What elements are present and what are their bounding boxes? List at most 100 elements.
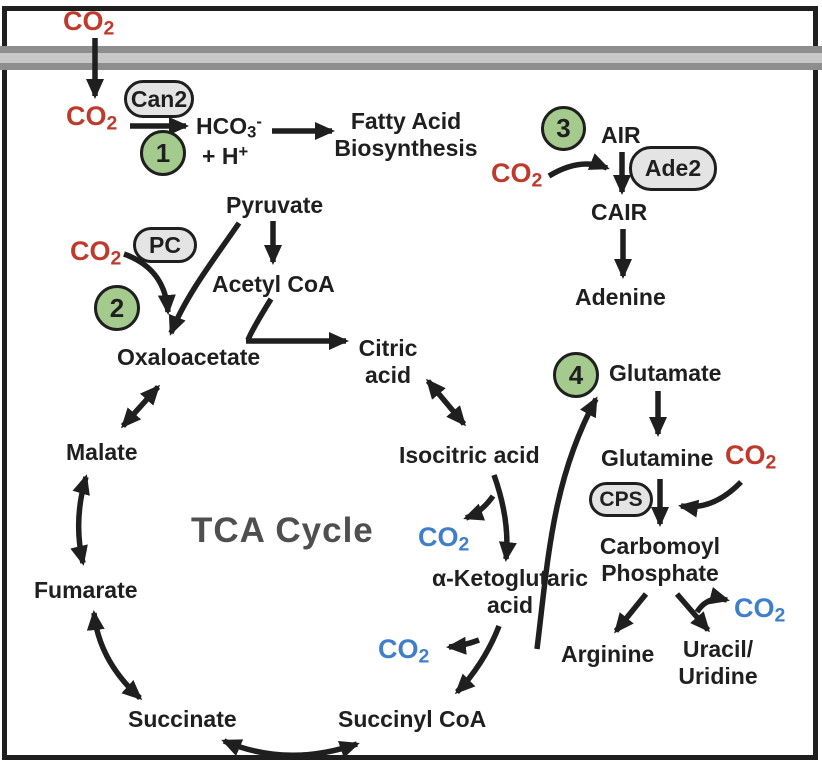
fumarate-label: Fumarate xyxy=(34,577,138,603)
co2-intracellular-label: CO2 xyxy=(66,103,117,134)
co2-extracellular-label: CO2 xyxy=(63,8,114,39)
co2-base: CO xyxy=(63,6,104,36)
co2-subscript: 2 xyxy=(106,112,118,135)
co2-released-akg-label: CO2 xyxy=(378,636,429,667)
step-2-label: 2 xyxy=(109,292,125,323)
co2-subscript: 2 xyxy=(103,17,115,40)
carbomoyl-phosphate-label: Carbomoyl Phosphate xyxy=(593,533,727,586)
arrow-citric-isocitric xyxy=(425,378,467,427)
enzyme-cps-pill: CPS xyxy=(589,482,653,517)
arrow-co2-pc-merge xyxy=(123,251,176,315)
glutamate-label: Glutamate xyxy=(609,360,722,386)
co2-subscript: 2 xyxy=(531,169,543,192)
co2-base: CO xyxy=(725,440,766,470)
fatty-acid-line1: Fatty Acid xyxy=(350,108,462,134)
hco3-base: HCO xyxy=(196,112,248,139)
fatty-acid-line2: Biosynthesis xyxy=(334,134,478,161)
malate-label: Malate xyxy=(66,439,138,465)
figure-border xyxy=(2,6,818,760)
glutamine-label: Glutamine xyxy=(601,445,714,471)
co2-base: CO xyxy=(491,158,532,188)
enzyme-cps-label: CPS xyxy=(599,487,643,511)
h-plus-base: + H xyxy=(202,142,239,169)
akg-line2: acid xyxy=(486,591,534,618)
co2-subscript: 2 xyxy=(418,645,430,668)
membrane-stripe-middle xyxy=(0,53,822,63)
arrow-malate-fumarate xyxy=(70,474,90,566)
arrow-co2-release-isocitric xyxy=(463,494,496,521)
pyruvate-label: Pyruvate xyxy=(226,192,324,218)
succinate-label: Succinate xyxy=(128,706,237,732)
carbomoyl-line1: Carbomoyl xyxy=(599,533,721,559)
arrow-oxaloacetate-malate xyxy=(120,384,161,429)
arrow-pyruvate-to-oxaloacetate xyxy=(168,221,242,336)
enzyme-can2-label: Can2 xyxy=(130,85,188,112)
arrow-isocitric-to-akg xyxy=(491,474,517,562)
co2-base: CO xyxy=(418,522,459,552)
citric-acid-label: Citric acid xyxy=(348,335,428,388)
fatty-acid-biosynthesis-label: Fatty Acid Biosynthesis xyxy=(330,108,482,161)
step-1-label: 1 xyxy=(155,137,171,168)
co2-subscript: 2 xyxy=(765,451,777,474)
uracil-line1: Uracil/ xyxy=(682,636,754,662)
hco3-label: HCO3- xyxy=(196,112,262,142)
co2-base: CO xyxy=(66,101,107,131)
enzyme-ade2-pill: Ade2 xyxy=(629,146,717,191)
arrow-co2-to-air-cair xyxy=(547,153,610,179)
arrow-carbomoyl-to-uracil xyxy=(674,592,711,633)
adenine-label: Adenine xyxy=(575,284,666,310)
cair-label: CAIR xyxy=(591,199,648,225)
hco3-charge: - xyxy=(256,112,262,131)
co2-subscript: 2 xyxy=(774,604,786,627)
co2-released-isocitric-label: CO2 xyxy=(418,524,469,555)
enzyme-can2-pill: Can2 xyxy=(124,80,194,118)
step-3-label: 3 xyxy=(556,113,571,143)
step-4-label: 4 xyxy=(568,359,584,390)
citric-line2: acid xyxy=(364,361,412,388)
step-circle-4: 4 xyxy=(553,352,599,398)
enzyme-pc-pill: PC xyxy=(133,227,197,263)
h-plus-charge: + xyxy=(238,142,249,161)
co2-subscript: 2 xyxy=(458,533,470,556)
co2-pyruvate-carboxylase-label: CO2 xyxy=(70,238,121,269)
enzyme-pc-label: PC xyxy=(149,231,181,258)
membrane-stripe-bottom xyxy=(0,63,822,70)
carbomoyl-line2: Phosphate xyxy=(601,559,719,586)
arginine-label: Arginine xyxy=(561,641,655,667)
arrow-succinate-succinylcoa xyxy=(221,738,360,759)
co2-released-uracil-label: CO2 xyxy=(734,595,785,626)
co2-base: CO xyxy=(378,634,419,664)
arrow-co2-release-uracil xyxy=(694,586,730,614)
arrow-akg-to-succinylcoa xyxy=(454,625,502,695)
uracil-line2: Uridine xyxy=(678,662,758,689)
co2-subscript: 2 xyxy=(110,247,122,270)
arrow-carbomoyl-to-arginine xyxy=(613,592,649,634)
isocitric-acid-label: Isocitric acid xyxy=(399,442,540,468)
citric-line1: Citric xyxy=(358,335,418,361)
hco3-subscript: 3 xyxy=(247,122,257,142)
akg-line1: α-Ketoglutaric xyxy=(432,565,588,591)
co2-purine-pathway-label: CO2 xyxy=(491,160,542,191)
arrow-akg-to-glutamate xyxy=(534,396,599,650)
tca-cycle-title: TCA Cycle xyxy=(191,511,374,550)
enzyme-ade2-label: Ade2 xyxy=(644,155,702,181)
h-plus-label: + H+ xyxy=(202,142,248,170)
uracil-uridine-label: Uracil/ Uridine xyxy=(666,636,770,689)
membrane-stripe-top xyxy=(0,46,822,53)
oxaloacetate-label: Oxaloacetate xyxy=(117,344,261,370)
air-label: AIR xyxy=(601,122,641,148)
co2-base: CO xyxy=(70,236,111,266)
arrow-co2-to-cps-step xyxy=(678,480,743,518)
step-circle-1: 1 xyxy=(140,130,186,176)
co2-cps-pathway-label: CO2 xyxy=(725,442,776,473)
acetyl-coa-label: Acetyl CoA xyxy=(212,271,335,297)
arrow-fumarate-succinate xyxy=(86,610,143,701)
succinyl-coa-label: Succinyl CoA xyxy=(338,706,487,732)
curve-acetylcoa-merge xyxy=(245,297,274,342)
arrow-co2-release-akg xyxy=(446,636,480,655)
co2-base: CO xyxy=(734,593,775,623)
step-circle-3: 3 xyxy=(541,106,586,151)
step-circle-2: 2 xyxy=(94,285,140,331)
